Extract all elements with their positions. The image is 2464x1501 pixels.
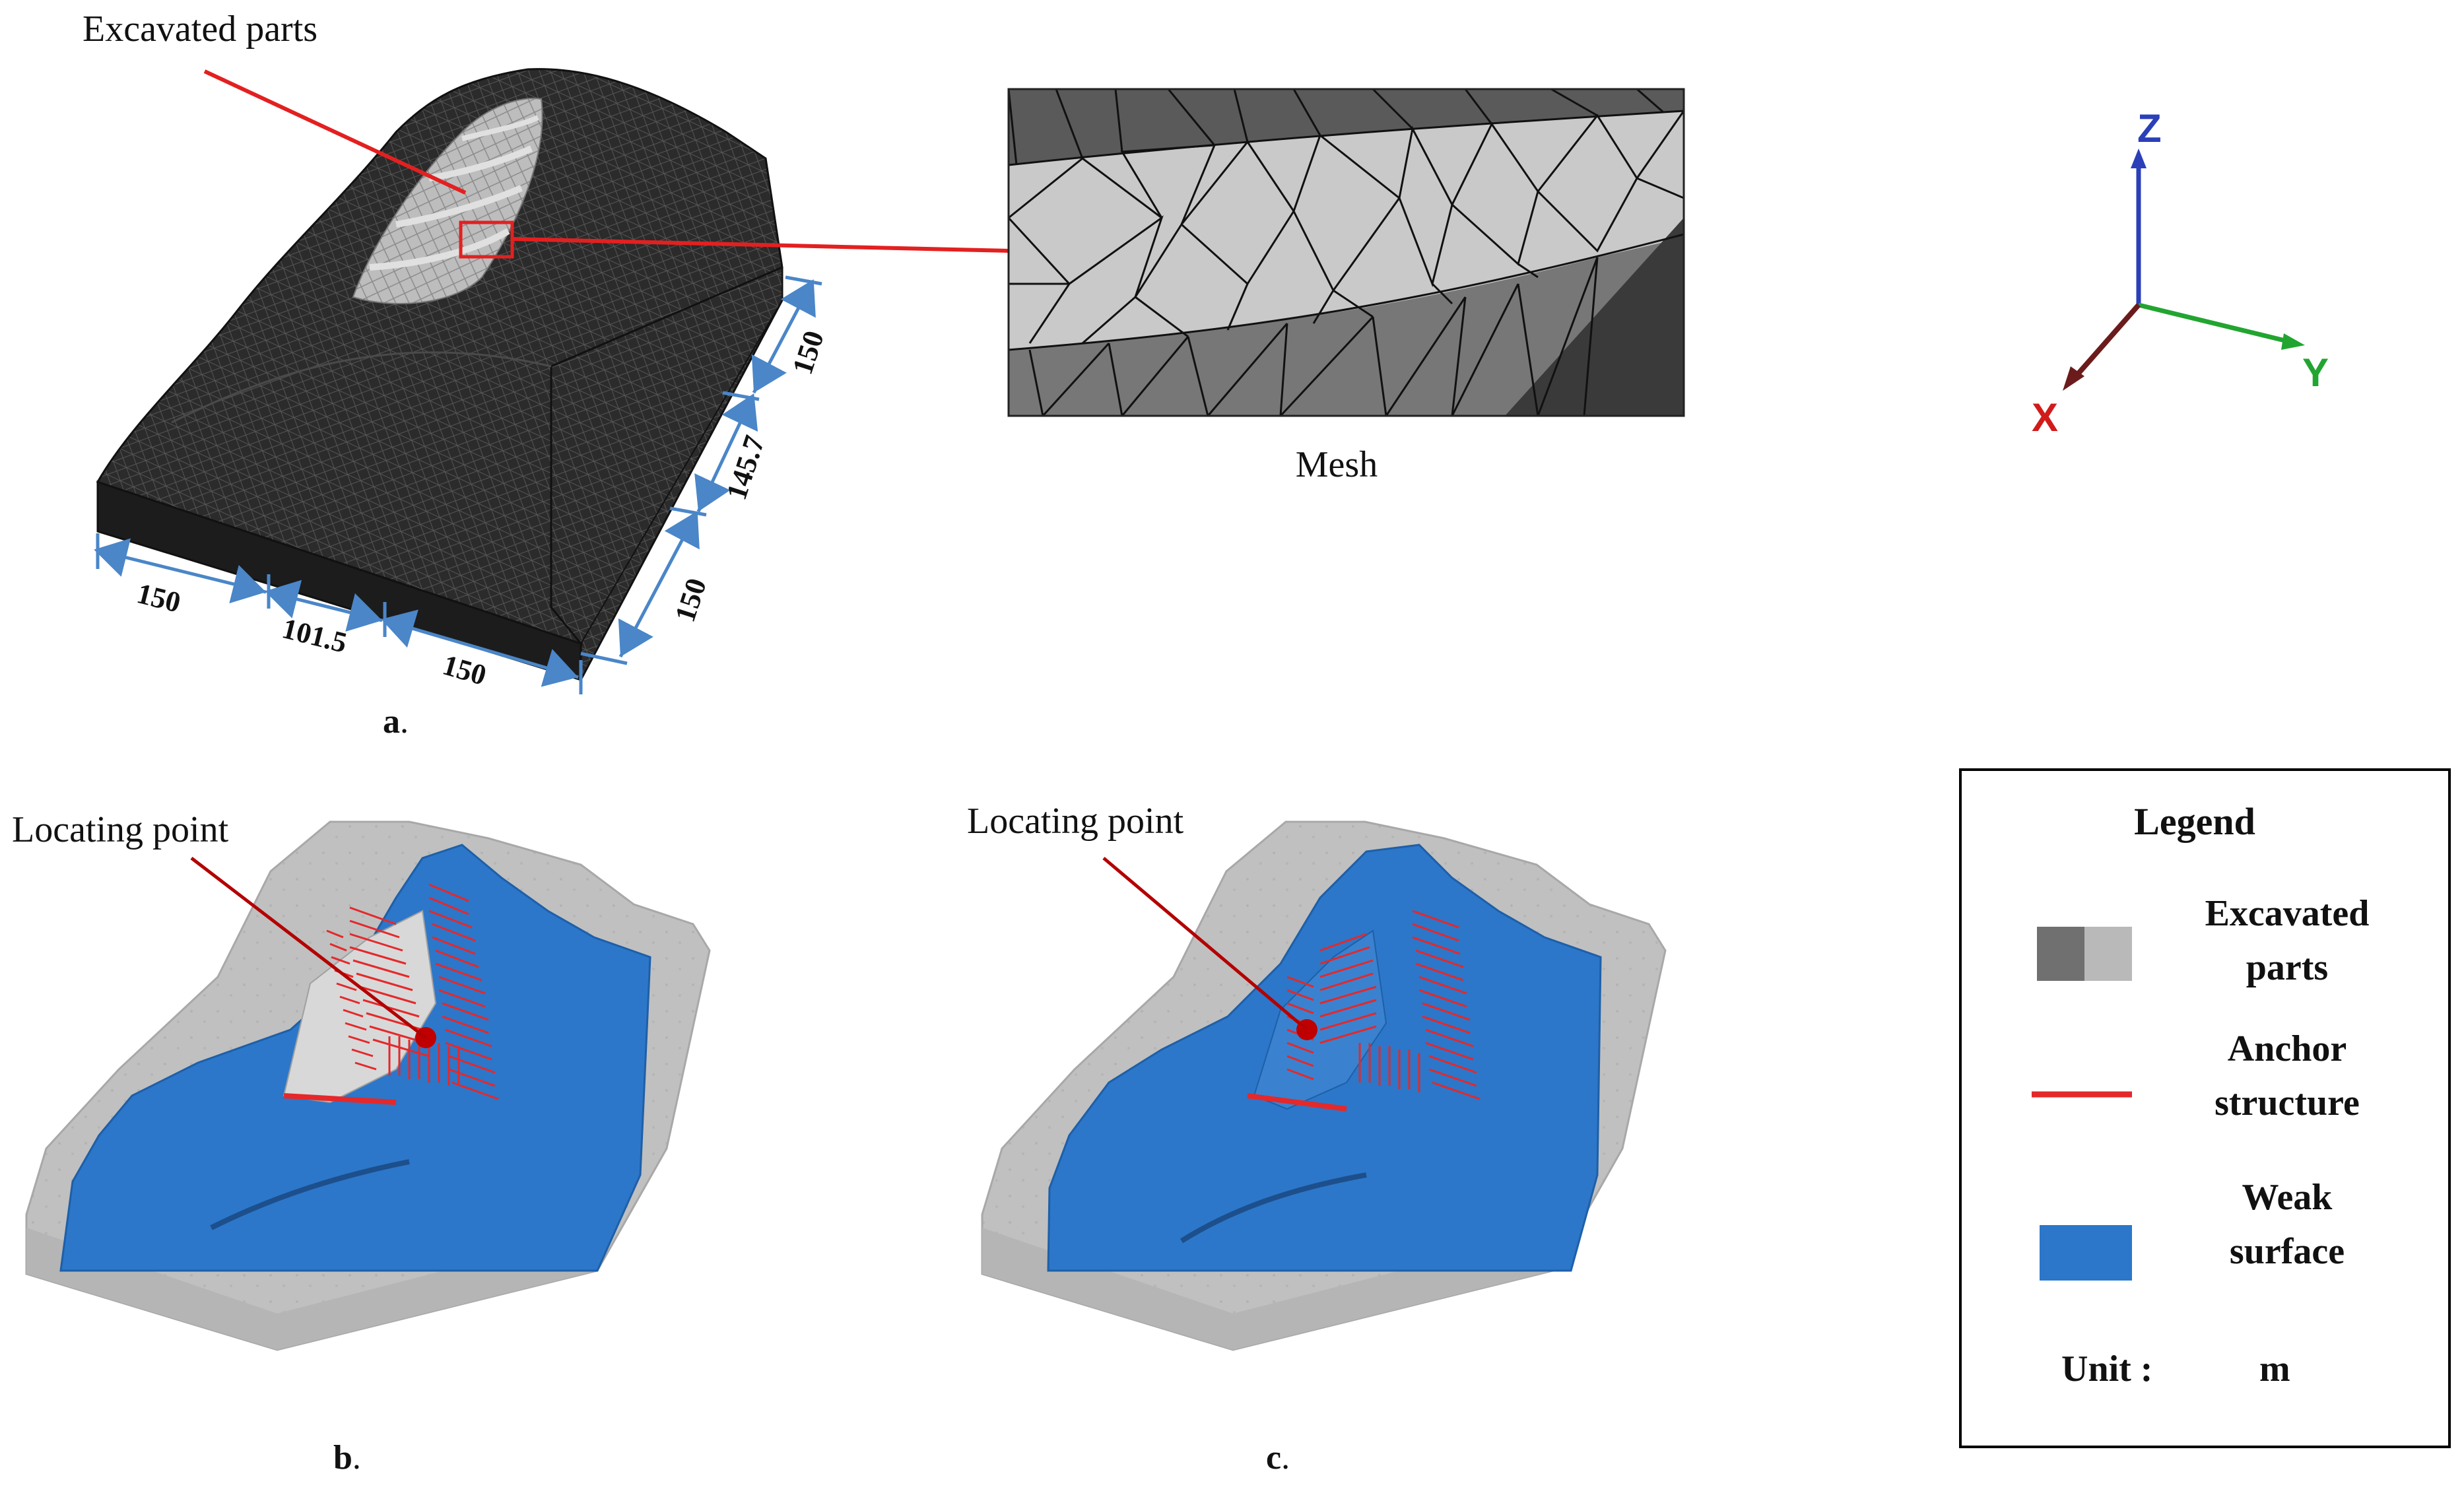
legend-excavated-line2: parts xyxy=(2246,947,2328,988)
legend-swatch-excavated-light xyxy=(2084,927,2132,981)
anchor-structure-b xyxy=(283,883,499,1105)
legend-canvas: Legend Excavated parts Anchor structure … xyxy=(2032,800,2370,1389)
dim-side-2: 145.7 xyxy=(720,432,771,504)
side-dimensions xyxy=(580,275,822,665)
legend-swatch-excavated-dark xyxy=(2037,927,2084,981)
panel-a-model xyxy=(96,68,783,682)
panel-b-model xyxy=(25,820,711,1351)
locating-point-callout-c: Locating point xyxy=(967,801,1184,842)
dim-front-1: 150 xyxy=(134,577,184,619)
dim-side-3: 150 xyxy=(669,574,713,626)
excavated-parts-callout: Excavated parts xyxy=(83,9,317,50)
caption-b: b. xyxy=(333,1439,361,1477)
legend-excavated-line1: Excavated xyxy=(2205,893,2370,934)
mesh-zoom-pointer xyxy=(512,237,1009,253)
axis-y-label: Y xyxy=(2302,350,2329,395)
anchor-structure-c xyxy=(1247,910,1481,1112)
dim-side-1: 150 xyxy=(786,327,830,378)
locating-point-callout-b: Locating point xyxy=(12,809,229,850)
legend-unit-label: Unit : xyxy=(2061,1349,2152,1389)
legend-weak-line2: surface xyxy=(2230,1231,2345,1272)
axis-x-label: X xyxy=(2032,395,2058,440)
mesh-label: Mesh xyxy=(1296,444,1378,485)
legend-box: Legend Excavated parts Anchor structure … xyxy=(1959,768,2451,1448)
legend-anchor-line2: structure xyxy=(2214,1083,2360,1123)
caption-c: c. xyxy=(1266,1439,1290,1477)
dim-front-3: 150 xyxy=(439,649,490,692)
legend-unit-value: m xyxy=(2259,1349,2290,1389)
model-top-surface xyxy=(96,68,783,646)
panel-c-model xyxy=(981,820,1667,1351)
excavated-zone xyxy=(352,98,543,304)
mesh-inset xyxy=(1007,88,1685,417)
legend-weak-line1: Weak xyxy=(2242,1177,2333,1218)
axis-z-label: Z xyxy=(2137,106,2162,150)
legend-anchor-line1: Anchor xyxy=(2228,1028,2347,1069)
legend-swatch-weak-surface xyxy=(2040,1225,2132,1281)
axis-triad: Z Y X xyxy=(2032,106,2329,440)
dim-front-2: 101.5 xyxy=(279,612,350,659)
caption-a: a. xyxy=(383,703,409,741)
legend-title: Legend xyxy=(2134,800,2255,843)
front-dimensions xyxy=(94,533,583,694)
excavated-parts-pointer xyxy=(203,69,467,195)
